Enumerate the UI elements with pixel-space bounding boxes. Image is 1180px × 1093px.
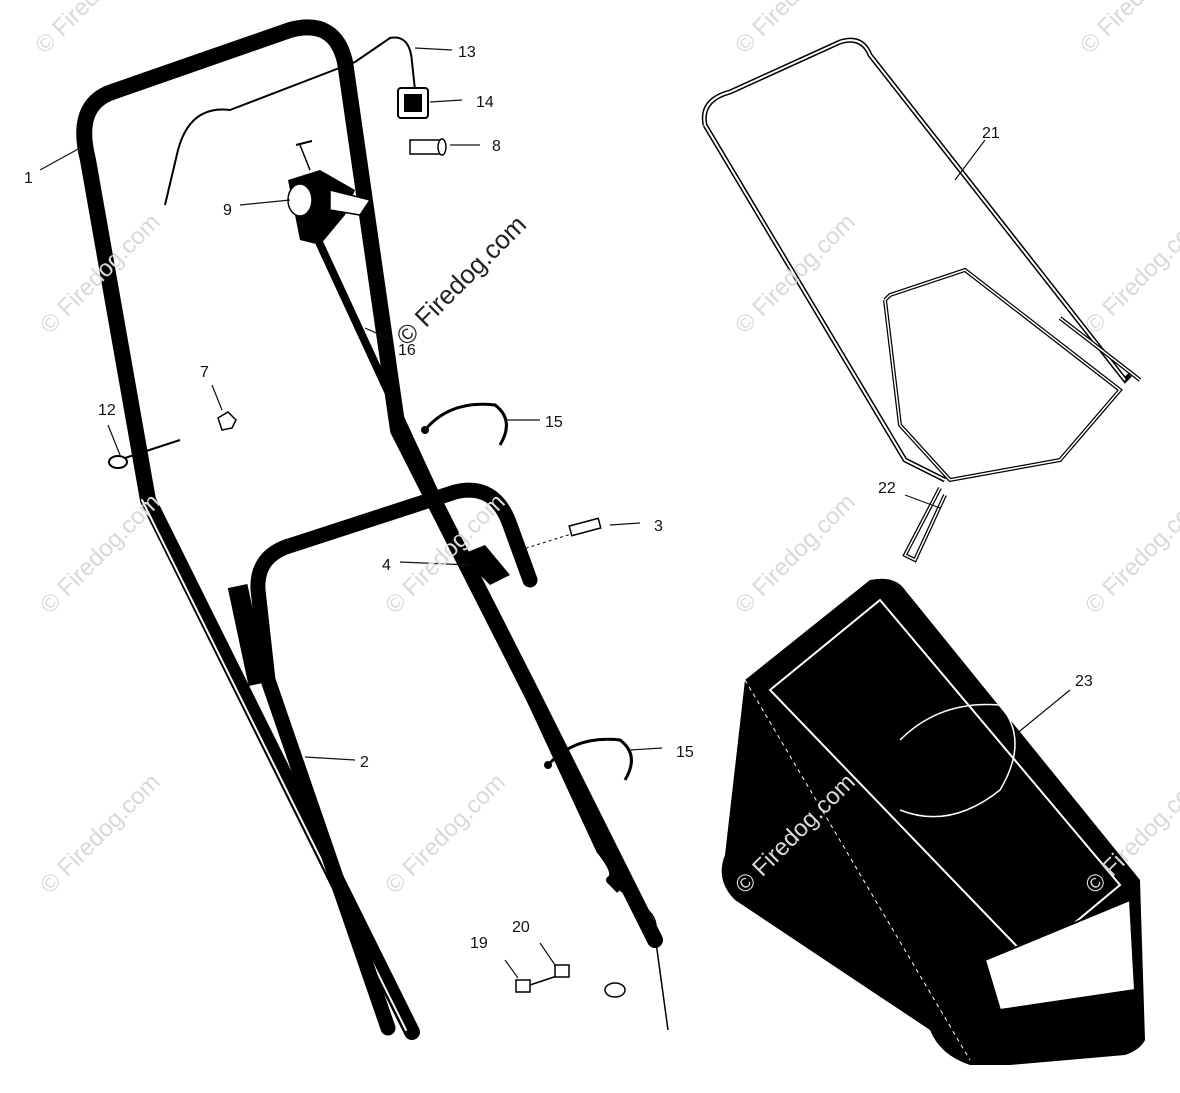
callout-3: 3: [654, 518, 663, 535]
callout-7: 7: [200, 364, 209, 381]
fitting-part: [515, 964, 570, 993]
callout-15a: 15: [545, 414, 563, 431]
nut-part: [217, 411, 237, 431]
bag-frame: [701, 37, 1142, 563]
callout-14: 14: [476, 94, 494, 111]
callout-23: 23: [1075, 673, 1093, 690]
handle-knob: [460, 545, 510, 585]
callout-20: 20: [512, 919, 530, 936]
cable-clip: [544, 737, 633, 781]
wire-harness: [164, 36, 416, 206]
callout-19: 19: [470, 935, 488, 952]
control-lever: [287, 140, 372, 245]
eyebolt-part: [108, 439, 181, 469]
callout-9: 9: [223, 202, 232, 219]
lower-handle: [227, 482, 538, 1036]
cable-clip: [421, 402, 508, 446]
callout-22: 22: [878, 480, 896, 497]
switch-part: [397, 87, 429, 119]
callout-1: 1: [24, 170, 33, 187]
callout-21: 21: [982, 125, 1000, 142]
callout-12: 12: [98, 402, 116, 419]
callout-15b: 15: [676, 744, 694, 761]
control-cable: [314, 238, 669, 1031]
callout-8: 8: [492, 138, 501, 155]
leader-lines: [39, 47, 1071, 979]
handle-bolt: [519, 517, 602, 551]
bolt-part: [409, 138, 447, 156]
callout-13: 13: [458, 44, 476, 61]
callout-labels: 1 2 3 4 7 8 9 12 13 14 15 15 16 19 20 21…: [24, 44, 1093, 952]
callout-4: 4: [382, 557, 391, 574]
cable-end-part: [604, 982, 626, 998]
callout-16: 16: [398, 342, 416, 359]
callout-2: 2: [360, 754, 369, 771]
upper-handle: [76, 19, 663, 1040]
grass-bag: [721, 578, 1145, 1065]
